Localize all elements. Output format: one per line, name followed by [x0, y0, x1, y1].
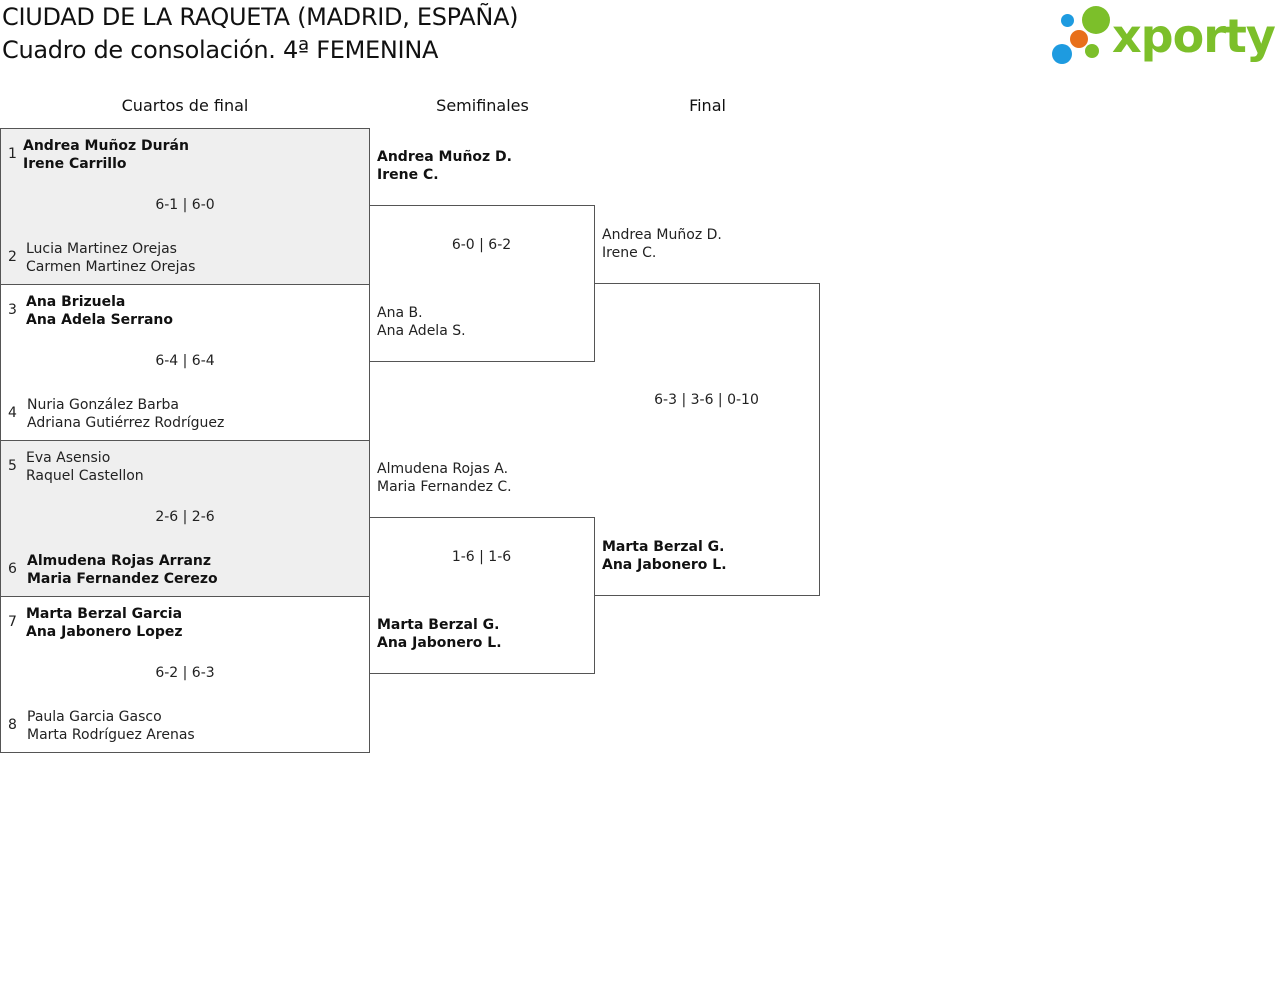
player-name: Ana B.: [377, 305, 423, 321]
final-match: 6-3 | 3-6 | 0-10: [594, 283, 820, 596]
quarterfinal-match-1: 1 Andrea Muñoz Durán Irene Carrillo 6-1 …: [0, 128, 370, 285]
xporty-logo[interactable]: xporty: [1050, 4, 1276, 68]
match-score: 1-6 | 1-6: [451, 549, 512, 565]
match-score: 6-1 | 6-0: [155, 197, 215, 213]
player-name: Maria Fernandez Cerezo: [27, 571, 218, 587]
player-name: Almudena Rojas A.: [377, 461, 509, 477]
player-name: Irene C.: [377, 167, 439, 183]
team-entry-winner: Marta Berzal G. Ana Jabonero L.: [377, 616, 502, 652]
seed-number: 2: [8, 249, 17, 265]
player-name: Irene C.: [602, 245, 657, 261]
player-name: Paula Garcia Gasco: [27, 709, 162, 725]
seed-number: 3: [8, 302, 17, 318]
seed-number: 4: [8, 405, 17, 421]
match-score: 6-4 | 6-4: [155, 353, 215, 369]
team-entry: Almudena Rojas A. Maria Fernandez C.: [377, 460, 512, 496]
seed-number: 5: [8, 458, 17, 474]
match-score: 6-0 | 6-2: [451, 237, 512, 253]
player-name: Carmen Martinez Orejas: [26, 259, 196, 275]
quarterfinal-match-3: 5 Eva Asensio Raquel Castellon 2-6 | 2-6…: [0, 440, 370, 597]
player-name: Raquel Castellon: [26, 468, 144, 484]
draw-subtitle: Cuadro de consolación. 4ª FEMENINA: [2, 36, 439, 64]
logo-dot-orange: [1070, 30, 1088, 48]
team-entry: Ana B. Ana Adela S.: [377, 304, 466, 340]
team-entry: Andrea Muñoz D. Irene C.: [602, 226, 722, 262]
player-name: Marta Berzal G.: [377, 617, 500, 633]
seed-number: 7: [8, 614, 17, 630]
tournament-title: CIUDAD DE LA RAQUETA (MADRID, ESPAÑA): [2, 3, 519, 31]
team-entry-winner: Marta Berzal Garcia Ana Jabonero Lopez: [26, 605, 182, 641]
player-name: Ana Jabonero L.: [377, 635, 502, 651]
logo-text: xporty: [1112, 9, 1276, 63]
player-name: Eva Asensio: [26, 450, 111, 466]
team-entry-winner: Andrea Muñoz Durán Irene Carrillo: [23, 137, 189, 173]
player-name: Ana Adela Serrano: [26, 312, 174, 328]
player-name: Nuria González Barba: [27, 397, 179, 413]
match-score: 6-3 | 3-6 | 0-10: [654, 392, 759, 408]
logo-dot-blue-bottom: [1052, 44, 1072, 64]
round-header-final: Final: [689, 96, 726, 115]
player-name: Maria Fernandez C.: [377, 479, 512, 495]
team-entry: Paula Garcia Gasco Marta Rodríguez Arena…: [27, 708, 195, 744]
player-name: Ana Jabonero L.: [602, 557, 727, 573]
player-name: Lucia Martinez Orejas: [26, 241, 177, 257]
player-name: Andrea Muñoz Durán: [23, 138, 189, 154]
player-name: Marta Berzal Garcia: [26, 606, 183, 622]
seed-number: 1: [8, 146, 17, 162]
seed-number: 6: [8, 561, 17, 577]
match-score: 6-2 | 6-3: [155, 665, 215, 681]
team-entry-winner: Almudena Rojas Arranz Maria Fernandez Ce…: [27, 552, 218, 588]
player-name: Andrea Muñoz D.: [602, 227, 722, 243]
logo-dot-green-small: [1085, 44, 1099, 58]
team-entry: Eva Asensio Raquel Castellon: [26, 449, 144, 485]
team-entry-winner: Marta Berzal G. Ana Jabonero L.: [602, 538, 727, 574]
player-name: Ana Brizuela: [26, 294, 126, 310]
player-name: Marta Rodríguez Arenas: [27, 727, 195, 743]
player-name: Andrea Muñoz D.: [377, 149, 512, 165]
logo-dot-blue-top: [1061, 14, 1074, 27]
player-name: Almudena Rojas Arranz: [27, 553, 212, 569]
round-header-semifinals: Semifinales: [436, 96, 529, 115]
player-name: Adriana Gutiérrez Rodríguez: [27, 415, 225, 431]
player-name: Ana Adela S.: [377, 323, 466, 339]
match-score: 2-6 | 2-6: [155, 509, 215, 525]
player-name: Irene Carrillo: [23, 156, 127, 172]
seed-number: 8: [8, 717, 17, 733]
round-header-quarterfinals: Cuartos de final: [121, 96, 249, 115]
team-entry: Nuria González Barba Adriana Gutiérrez R…: [27, 396, 224, 432]
quarterfinal-match-4: 7 Marta Berzal Garcia Ana Jabonero Lopez…: [0, 596, 370, 753]
player-name: Marta Berzal G.: [602, 539, 725, 555]
team-entry: Lucia Martinez Orejas Carmen Martinez Or…: [26, 240, 195, 276]
team-entry-winner: Ana Brizuela Ana Adela Serrano: [26, 293, 173, 329]
logo-dot-green-large: [1082, 6, 1110, 34]
quarterfinal-match-2: 3 Ana Brizuela Ana Adela Serrano 6-4 | 6…: [0, 284, 370, 441]
player-name: Ana Jabonero Lopez: [26, 624, 183, 640]
team-entry-winner: Andrea Muñoz D. Irene C.: [377, 148, 512, 184]
